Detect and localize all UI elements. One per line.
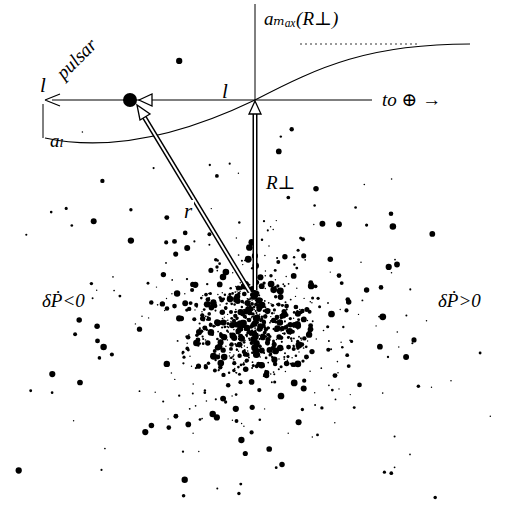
r-label: r: [182, 200, 194, 223]
sightline-axis: [52, 99, 372, 100]
amax-level: [300, 44, 420, 45]
r-arrowhead: [137, 105, 150, 120]
rperp-arrowhead: [249, 101, 261, 114]
amax-label: aₘₐₓ(R⊥): [262, 8, 340, 29]
pulsar-dot: [123, 93, 137, 107]
pdot-positive-label: δṖ>0: [436, 290, 483, 311]
cluster-stars: [16, 58, 491, 500]
al-tick: [43, 104, 44, 138]
axis-arrowhead: [45, 94, 60, 106]
distance-label: l: [220, 80, 230, 103]
earth-direction-label: to ⊕ →: [380, 89, 443, 110]
l-arrowhead: [139, 94, 152, 106]
pulsar-label: pulsar: [50, 32, 102, 84]
rperp-label: R⊥: [264, 172, 297, 193]
axis-label: l: [38, 74, 48, 97]
al-label: aₗ: [48, 130, 66, 151]
pdot-negative-label: δṖ<0: [40, 290, 87, 311]
acceleration-axis: [255, 4, 256, 100]
